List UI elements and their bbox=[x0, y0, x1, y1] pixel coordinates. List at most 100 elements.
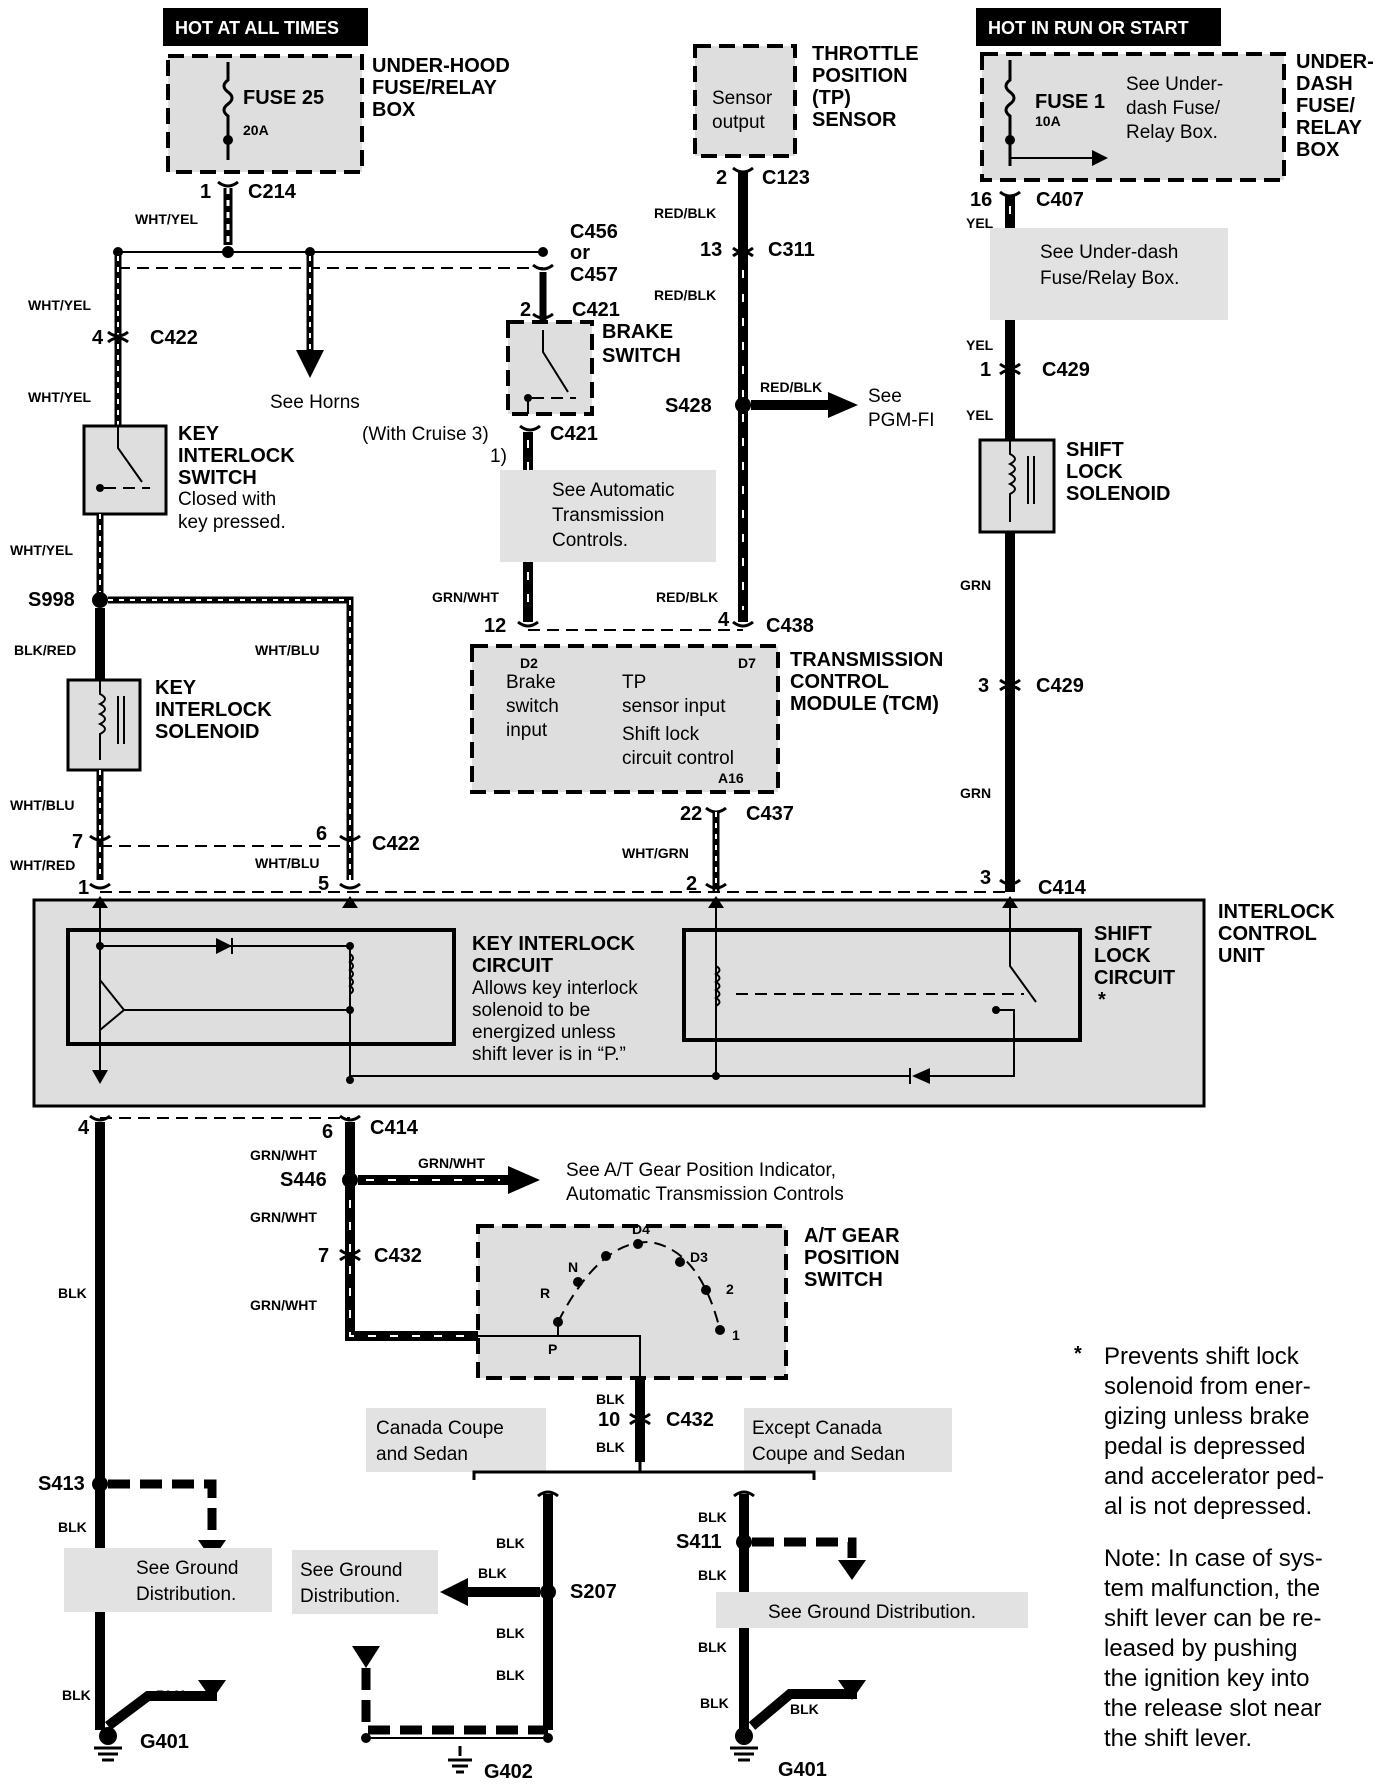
tcm-title-1: TRANSMISSION bbox=[790, 649, 943, 671]
c407-label: C407 bbox=[1036, 189, 1084, 211]
footnote-note-7: the shift lever. bbox=[1104, 1725, 1252, 1752]
ground-note-3: See Ground Distribution. bbox=[768, 1602, 976, 1623]
tcm-module: D2 D7 Brake switch input TP sensor input… bbox=[470, 644, 943, 794]
fuse-25-amp: 20A bbox=[243, 122, 269, 138]
gear-d4: D4 bbox=[632, 1221, 650, 1237]
ground-g401-right: G401 bbox=[730, 1727, 827, 1781]
c123-label: C123 bbox=[762, 167, 810, 189]
key-desc-1: Allows key interlock bbox=[472, 978, 638, 999]
c311-label: C311 bbox=[768, 239, 815, 261]
pin-4-c414: 4 bbox=[78, 1117, 90, 1139]
shift-lock-solenoid: SHIFT LOCK SOLENOID bbox=[978, 438, 1170, 534]
pin-7-c422: 7 bbox=[72, 831, 83, 853]
shift-solenoid-title-3: SOLENOID bbox=[1066, 483, 1170, 505]
c421-label-b: C421 bbox=[550, 423, 598, 445]
c422-label-a: C422 bbox=[150, 327, 198, 349]
see-underdash-2: Fuse/Relay Box. bbox=[1040, 268, 1179, 289]
c429-label-a: C429 bbox=[1042, 359, 1090, 381]
wire-label-grnwht1: GRN/WHT bbox=[432, 589, 499, 605]
wire-label-blk11: BLK bbox=[698, 1567, 727, 1583]
key-switch-title-2: INTERLOCK bbox=[178, 445, 295, 467]
ground-note-1a: See Ground bbox=[136, 1558, 238, 1579]
key-circuit-title-1: KEY INTERLOCK bbox=[472, 933, 636, 955]
pin-5-c414: 5 bbox=[318, 873, 329, 895]
hot-at-all-times-label: HOT AT ALL TIMES bbox=[175, 18, 339, 38]
key-solenoid-title-2: INTERLOCK bbox=[155, 699, 272, 721]
icu-title-3: UNIT bbox=[1218, 945, 1265, 967]
wire-label-rb4: RED/BLK bbox=[656, 589, 718, 605]
underhood-title-1: UNDER-HOOD bbox=[372, 55, 510, 77]
gear-indicator-arrow bbox=[508, 1166, 540, 1194]
ground-note-2-box bbox=[292, 1550, 438, 1614]
wire-label-wy3: WHT/YEL bbox=[28, 389, 91, 405]
key-switch-note-1: Closed with bbox=[178, 489, 276, 510]
gear-n: N bbox=[568, 1259, 578, 1275]
brake-switch: BRAKE SWITCH bbox=[506, 320, 681, 416]
except-canada-1: Except Canada bbox=[752, 1418, 882, 1439]
tp-title-1: THROTTLE bbox=[812, 43, 919, 65]
see-pgm-2: PGM-FI bbox=[868, 410, 935, 431]
gear-position-switch: P R N D4 D3 2 1 A/T GEAR POSITION SWITCH bbox=[476, 1221, 900, 1420]
s998-label: S998 bbox=[28, 589, 75, 611]
splice-s428 bbox=[735, 397, 751, 413]
tp-inner-1: Sensor bbox=[712, 88, 773, 109]
key-solenoid-title-1: KEY bbox=[155, 677, 197, 699]
c214-label: C214 bbox=[248, 181, 297, 203]
wire-label-grn1: GRN bbox=[960, 577, 991, 593]
wire-label-rb2: RED/BLK bbox=[654, 287, 716, 303]
with-cruise-note: (With Cruise 3) bbox=[362, 424, 489, 445]
wire-label-rb1: RED/BLK bbox=[654, 205, 716, 221]
pin-6-c422: 6 bbox=[316, 823, 327, 845]
s207-label: S207 bbox=[570, 1581, 617, 1603]
footnote-note-3: shift lever can be re- bbox=[1104, 1605, 1321, 1632]
wire-label-grnwht5: GRN/WHT bbox=[250, 1297, 317, 1313]
ground-note-1b: Distribution. bbox=[136, 1584, 236, 1605]
footnote-note-6: the release slot near bbox=[1104, 1695, 1321, 1722]
underdash-title-3: FUSE/ bbox=[1296, 95, 1355, 117]
underhood-title-2: FUSE/RELAY bbox=[372, 77, 498, 99]
pin-16-c407: 16 bbox=[970, 189, 992, 211]
wire-label-blk9: BLK bbox=[496, 1667, 525, 1683]
tcm-brake-1: Brake bbox=[506, 672, 556, 693]
gear-switch-title-1: A/T GEAR bbox=[804, 1225, 900, 1247]
connector-c214: 1 C214 bbox=[200, 180, 297, 203]
gear-1: 1 bbox=[732, 1327, 740, 1343]
gear-p: P bbox=[548, 1341, 557, 1357]
wire-label-yel3: YEL bbox=[966, 407, 994, 423]
tp-title-3: (TP) bbox=[812, 87, 851, 109]
ground-note-3-box bbox=[716, 1592, 1028, 1628]
footnote: * Prevents shift lock solenoid from ener… bbox=[1074, 1343, 1324, 1752]
canada-note-2: and Sedan bbox=[376, 1444, 468, 1465]
ground-note-2b: Distribution. bbox=[300, 1586, 400, 1607]
see-gear-ind-1: See A/T Gear Position Indicator, bbox=[566, 1160, 836, 1181]
tcm-title-2: CONTROL bbox=[790, 671, 889, 693]
connector-c456-c457: C456 or C457 bbox=[532, 221, 618, 286]
see-at-note-1: See Automatic bbox=[552, 480, 675, 501]
pin-6-c414: 6 bbox=[322, 1121, 333, 1143]
pin-3-c414: 3 bbox=[980, 867, 991, 889]
wire-label-blk14: BLK bbox=[496, 1625, 525, 1641]
c456-label: C456 bbox=[570, 221, 618, 243]
wire-label-blk4: BLK bbox=[156, 1687, 185, 1703]
tcm-shift-2: circuit control bbox=[622, 748, 734, 769]
pin-13-c311: 13 bbox=[700, 239, 722, 261]
c429-label-b: C429 bbox=[1036, 675, 1084, 697]
tcm-brake-2: switch bbox=[506, 696, 559, 717]
shift-lock-circuit: SHIFT LOCK CIRCUIT * bbox=[350, 896, 1175, 1084]
footnote-note-4: leased by pushing bbox=[1104, 1635, 1297, 1662]
underhood-title-3: BOX bbox=[372, 99, 416, 121]
c421-label-a: C421 bbox=[572, 299, 620, 321]
brake-title-1: BRAKE bbox=[602, 321, 673, 343]
s428-label: S428 bbox=[665, 395, 712, 417]
pin-1-c429: 1 bbox=[980, 359, 991, 381]
see-gear-ind-2: Automatic Transmission Controls bbox=[566, 1184, 844, 1205]
key-switch-title-1: KEY bbox=[178, 423, 220, 445]
tp-inner-2: output bbox=[712, 112, 766, 133]
gear-switch-title-2: POSITION bbox=[804, 1247, 900, 1269]
pin-4-c438: 4 bbox=[718, 609, 730, 631]
hot-at-all-times-banner: HOT AT ALL TIMES bbox=[163, 8, 368, 46]
except-canada-note-box bbox=[744, 1408, 952, 1472]
shift-circuit-star: * bbox=[1098, 989, 1106, 1011]
